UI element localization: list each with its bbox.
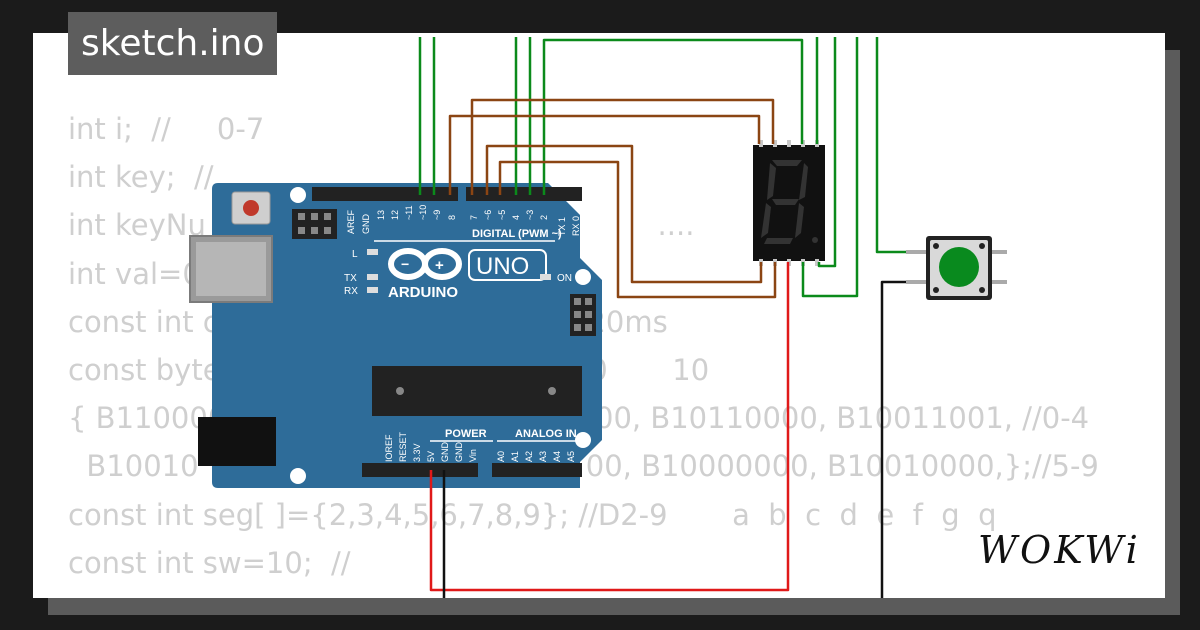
pin-label-a3: A3 — [538, 451, 548, 462]
microcontroller-chip — [372, 366, 582, 416]
seven-segment-display[interactable] — [753, 140, 825, 266]
mounting-hole — [290, 187, 306, 203]
wire-red — [429, 262, 790, 592]
reset-button-cap[interactable] — [243, 200, 259, 216]
button-cap[interactable] — [939, 247, 979, 287]
led-on — [540, 274, 551, 280]
power-label: POWER — [445, 428, 487, 440]
file-title: sketch.ino — [68, 12, 278, 75]
pin-label-gnd-b: GND — [454, 442, 464, 463]
wire-green — [801, 37, 859, 298]
wire-brown — [470, 98, 775, 195]
wire-green — [817, 37, 837, 268]
led-l — [367, 249, 378, 255]
pin-label-gnd-a: GND — [440, 442, 450, 463]
push-button[interactable] — [906, 236, 1007, 300]
led-tx — [367, 274, 378, 280]
infinity-logo-icon — [388, 248, 462, 280]
pin-label-2: 2 — [539, 215, 549, 220]
pin-label-reset: RESET — [398, 431, 408, 462]
svg-text:−: − — [401, 256, 409, 272]
pin-label-a0: A0 — [496, 451, 506, 462]
on-label: ON — [557, 273, 572, 284]
pin-label-gnd: GND — [361, 214, 371, 235]
pin-label-5: ~5 — [497, 210, 507, 220]
analog-label: ANALOG IN — [515, 428, 577, 440]
svg-text:+: + — [435, 257, 444, 274]
code-line: const byte 0 10 — [68, 353, 710, 388]
pin-label-a4: A4 — [552, 451, 562, 462]
mounting-hole — [290, 468, 306, 484]
pin-label-vin: Vin — [468, 449, 478, 462]
board-model-uno: UNO — [476, 253, 529, 280]
pin-label-a2: A2 — [524, 451, 534, 462]
code-line: const int seg[ ]={2,3,4,5,6,7,8,9}; //D2… — [68, 497, 997, 532]
mounting-hole — [575, 432, 591, 448]
pin-label-4: 4 — [511, 215, 521, 220]
segment-glyph — [761, 160, 818, 244]
code-line: const int sw=10; // — [68, 545, 351, 580]
power-header — [362, 463, 582, 477]
wire-black — [880, 280, 906, 598]
led-label-rx: RX — [344, 286, 358, 297]
digital-pwm-label: DIGITAL (PWM ~) — [472, 228, 562, 240]
wire-green — [542, 38, 804, 195]
code-line: { B110000 00, B10110000, B10011001, //0-… — [68, 401, 1090, 436]
led-label-l: L — [352, 249, 358, 260]
code-line: int i; // 0-7 — [68, 112, 265, 146]
code-line: int val=0 — [68, 256, 201, 291]
brand-arduino: ARDUINO — [388, 284, 458, 301]
usb-port-inner — [196, 242, 266, 296]
code-line: int key; // — [68, 160, 214, 195]
digital-header — [312, 187, 582, 201]
mounting-hole — [575, 269, 591, 285]
power-jack — [198, 417, 276, 466]
wire-brown — [448, 114, 761, 195]
icsp-header-right — [570, 294, 596, 336]
wire-green — [875, 37, 906, 254]
pin-label-11: ~11 — [404, 205, 414, 220]
pin-label-ioref: IOREF — [384, 434, 394, 462]
pin-label-aref: AREF — [346, 209, 356, 234]
arduino-uno-board[interactable]: AREF GND 13 12 ~11 ~10 ~9 8 7 ~6 ~5 4 ~3… — [189, 183, 602, 488]
wire-brown — [485, 144, 763, 284]
pin-label-10: ~10 — [418, 205, 428, 220]
pin-label-7: 7 — [469, 215, 479, 220]
icsp-header — [292, 209, 337, 239]
wokwi-logo: WOKWi — [978, 528, 1141, 572]
pin-label-9: ~9 — [432, 210, 442, 220]
pin-label-6: ~6 — [483, 210, 493, 220]
pin-label-rx0: RX 0 — [571, 216, 581, 236]
wires — [418, 37, 906, 598]
pin-label-13: 13 — [376, 210, 386, 220]
pin-label-3: ~3 — [525, 210, 535, 220]
pin-label-a1: A1 — [510, 451, 520, 462]
led-label-tx: TX — [344, 273, 357, 284]
led-rx — [367, 287, 378, 293]
pin-label-12: 12 — [390, 210, 400, 220]
wire-brown — [498, 160, 777, 299]
pin-label-3v3: 3.3V — [412, 443, 422, 462]
pin-label-5v: 5V — [426, 451, 436, 462]
pin-label-a5: A5 — [566, 451, 576, 462]
pin-label-8: 8 — [447, 215, 457, 220]
code-background: int i; // 0-7 int key; // int keyNu ....… — [68, 105, 1099, 587]
pin-label-tx1: TX 1 — [557, 217, 567, 236]
